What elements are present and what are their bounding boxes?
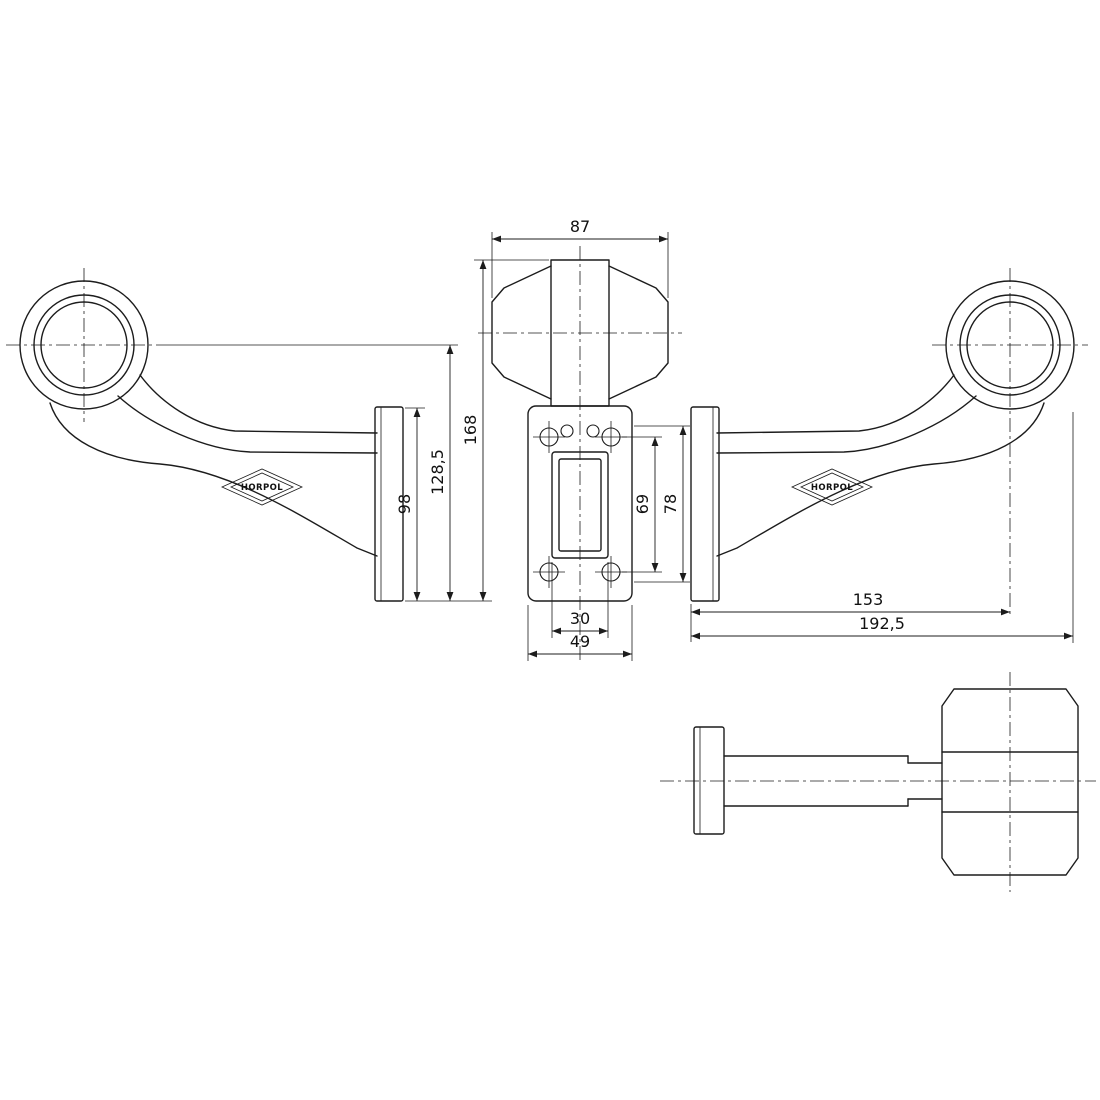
view-side-left: HORPOL — [19, 280, 404, 602]
arm-bottom-edge-right — [716, 402, 1045, 557]
dim-label-head-width: 87 — [570, 217, 590, 236]
arm-top-inner-edge-right — [716, 395, 977, 454]
brand-text-right: HORPOL — [811, 483, 853, 493]
lamp-lens-inner-right — [966, 301, 1054, 389]
view-bottom — [693, 688, 1079, 876]
dim-label-bracket-height: 98 — [395, 494, 414, 514]
dim-hole-spacing-inner: 69 — [622, 436, 662, 573]
mount-flange-left — [374, 406, 404, 602]
dim-label-hole-spacing-inner: 69 — [633, 494, 652, 514]
bracket-slot-outer — [551, 451, 609, 559]
dim-label-overall-height: 168 — [461, 415, 480, 446]
bracket-slot-inner — [558, 458, 602, 552]
centerlines — [6, 246, 1096, 892]
dim-label-bracket-width: 49 — [570, 632, 590, 651]
dim-center-height: 128,5 — [162, 344, 458, 601]
dim-label-center-height: 128,5 — [428, 449, 447, 495]
lamp-body-right-wing — [608, 265, 669, 400]
lamp-lens-inner-left — [40, 301, 128, 389]
mount-flange-right — [690, 406, 720, 602]
lamp-lens-outer-right — [945, 280, 1075, 410]
dim-label-overall-length: 192,5 — [859, 614, 905, 633]
mount-bracket-plate — [527, 405, 633, 602]
dim-overall-height: 168 — [405, 259, 549, 602]
dim-slot-width: 30 — [551, 562, 609, 638]
brand-badge-right: HORPOL — [791, 468, 873, 506]
brand-text-left: HORPOL — [241, 483, 283, 493]
lamp-lens-ring-left — [33, 294, 135, 396]
arm-top-inner-edge-left — [117, 395, 378, 454]
lamp-lens-outer-left — [19, 280, 149, 410]
dim-head-width: 87 — [491, 217, 669, 298]
dim-center-length: 153 — [690, 590, 1010, 642]
lamp-lens-ring-right — [959, 294, 1061, 396]
arm-bottom-edge-left — [49, 402, 378, 557]
dim-label-center-length: 153 — [853, 590, 884, 609]
dim-overall-length: 192,5 — [691, 412, 1074, 643]
dim-label-hole-spacing-outer: 78 — [661, 494, 680, 514]
flange-bottom-view — [693, 726, 725, 835]
dimensions: 87 168 128,5 98 69 78 — [162, 217, 1074, 661]
arm-top-edge-left — [139, 374, 378, 434]
arm-top-edge-right — [716, 374, 955, 434]
lamp-barrel-bottom-view — [941, 688, 1079, 876]
dim-bracket-width: 49 — [527, 605, 633, 661]
lamp-body-left-wing — [491, 265, 552, 400]
dim-hole-spacing-outer: 78 — [634, 425, 690, 583]
bolt-holes — [533, 421, 627, 588]
view-front — [491, 259, 669, 602]
brand-badge-left: HORPOL — [221, 468, 303, 506]
view-side-right: HORPOL — [690, 280, 1075, 602]
dim-bracket-height: 98 — [395, 407, 425, 601]
dim-label-slot-width: 30 — [570, 609, 590, 628]
